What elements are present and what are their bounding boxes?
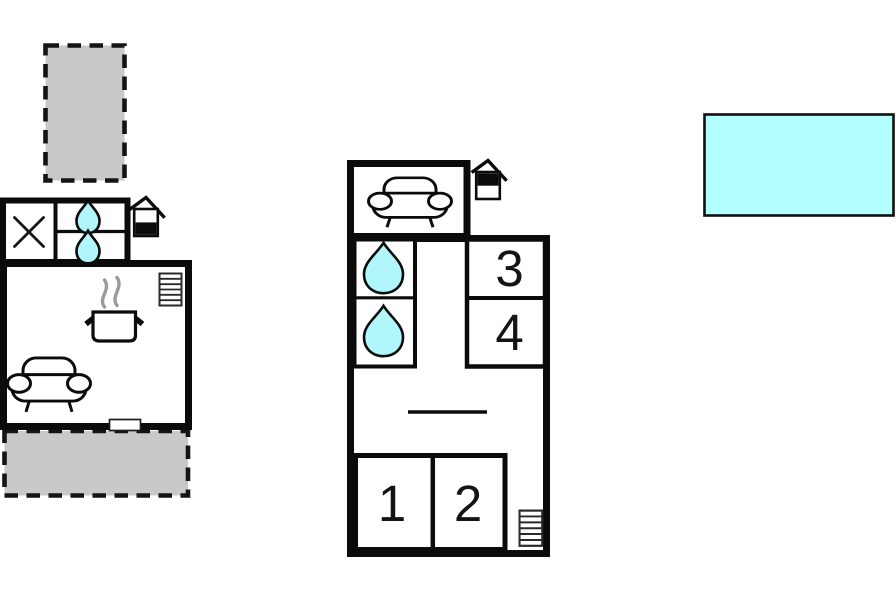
door-opening <box>108 418 142 432</box>
house-level-upper-icon <box>470 158 508 201</box>
stairs-icon <box>518 509 544 547</box>
house-level-ground-icon <box>128 195 166 238</box>
ground-floor-plan <box>0 43 192 498</box>
room-number-4: 4 <box>495 304 523 361</box>
room-number-1: 1 <box>378 475 406 532</box>
x-mark-icon <box>13 216 45 248</box>
upper-floor-plan: 1 2 3 4 <box>347 158 550 557</box>
terrace-bottom <box>2 428 191 498</box>
stairs-icon <box>158 272 183 307</box>
pot-icon <box>84 310 145 343</box>
rooms-1-2-walls <box>353 453 508 552</box>
rooms-3-4-walls <box>464 237 548 369</box>
room-number-3: 3 <box>495 240 523 297</box>
room-number-2: 2 <box>454 475 482 532</box>
steam-icon <box>100 275 121 309</box>
pool-area <box>703 113 895 217</box>
terrace-top <box>43 43 127 183</box>
